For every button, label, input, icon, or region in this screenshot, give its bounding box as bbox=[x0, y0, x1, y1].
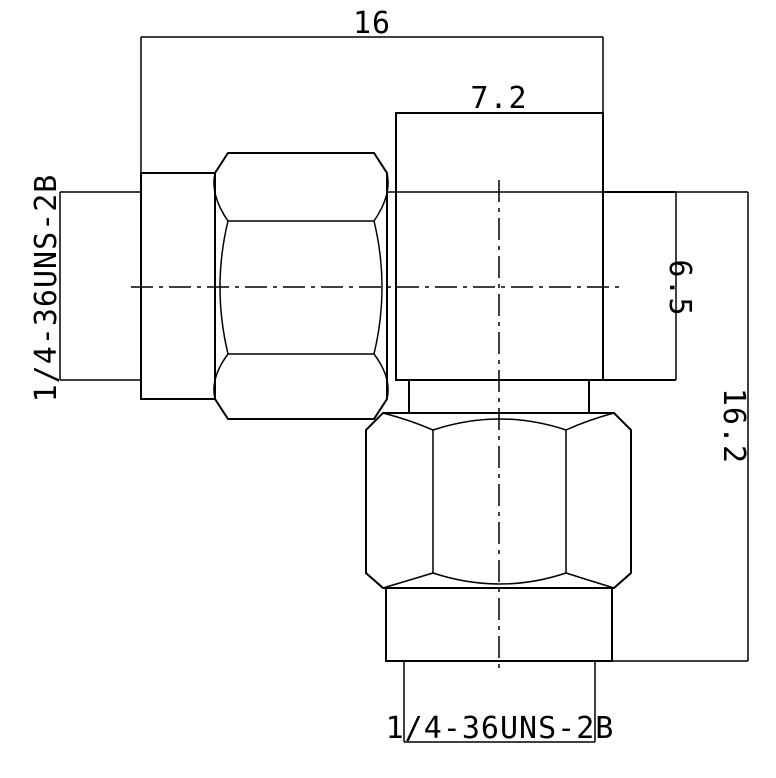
dimension-overall-height: 16.2 bbox=[612, 191, 751, 662]
left-hex-nut bbox=[213, 152, 389, 420]
thread-label-left-port: 1/4-36UNS-2B bbox=[29, 174, 64, 403]
dimension-label-overall-length: 16 bbox=[353, 6, 391, 41]
dimension-overall-length: 16 bbox=[140, 6, 604, 173]
dimension-label-overall-height: 16.2 bbox=[716, 388, 751, 464]
dimension-label-body-width: 7.2 bbox=[470, 81, 527, 116]
thread-callout-left: 1/4-36UNS-2B bbox=[29, 174, 141, 403]
center-lines bbox=[131, 180, 622, 672]
thread-callout-bottom: 1/4-36UNS-2B bbox=[386, 661, 615, 746]
dimension-body-width: 7.2 bbox=[395, 81, 603, 192]
thread-label-bottom-port: 1/4-36UNS-2B bbox=[386, 711, 615, 746]
connector-body bbox=[387, 112, 676, 381]
left-collar bbox=[140, 172, 216, 400]
dimension-label-body-height: 6.5 bbox=[662, 259, 697, 316]
dimension-body-height: 6.5 bbox=[603, 191, 697, 381]
bottom-hex-nut bbox=[365, 412, 632, 589]
